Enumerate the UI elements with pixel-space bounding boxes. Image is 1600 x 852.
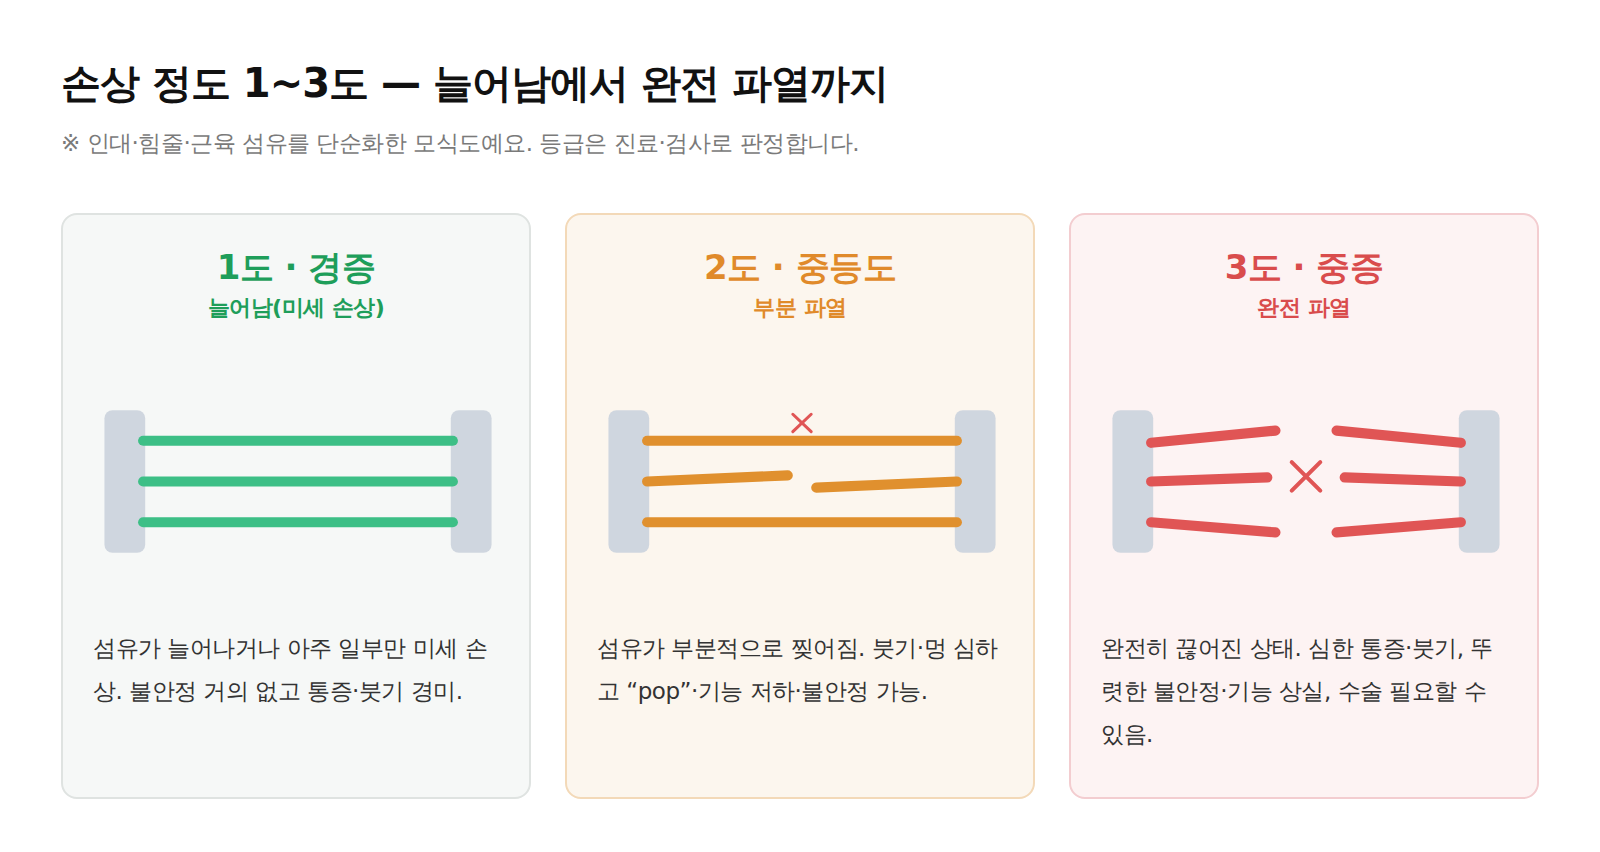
grade-heading: 2도 · 중등도 [567,245,1033,291]
grade-card: 2도 · 중등도부분 파열섬유가 부분적으로 찢어짐. 붓기·멍 심하고 “po… [565,213,1035,799]
grade-description: 완전히 끊어진 상태. 심한 통증·붓기, 뚜렷한 불안정·기능 상실, 수술 … [1101,627,1506,756]
grade-card: 1도 · 경증늘어남(미세 손상) 섬유가 늘어나거나 아주 일부만 미세 손상.… [61,213,531,799]
partial-tear-illustration [567,400,1037,563]
page-caption: ※ 인대·힘줄·근육 섬유를 단순화한 모식도예요. 등급은 진료·검사로 판정… [61,128,859,159]
fiber-stretch-illustration [63,400,533,563]
complete-tear-illustration [1071,400,1541,563]
grade-description: 섬유가 늘어나거나 아주 일부만 미세 손상. 불안정 거의 없고 통증·붓기 … [93,627,498,713]
grade-description: 섬유가 부분적으로 찢어짐. 붓기·멍 심하고 “pop”·기능 저하·불안정 … [597,627,1002,713]
grade-subheading: 부분 파열 [567,293,1033,323]
grade-subheading: 늘어남(미세 손상) [63,293,529,323]
grade-subheading: 완전 파열 [1071,293,1537,323]
grade-heading: 1도 · 경증 [63,245,529,291]
page-title: 손상 정도 1~3도 — 늘어남에서 완전 파열까지 [61,56,888,111]
grade-card: 3도 · 중증완전 파열완전히 끊어진 상태. 심한 통증·붓기, 뚜렷한 불안… [1069,213,1539,799]
grade-heading: 3도 · 중증 [1071,245,1537,291]
